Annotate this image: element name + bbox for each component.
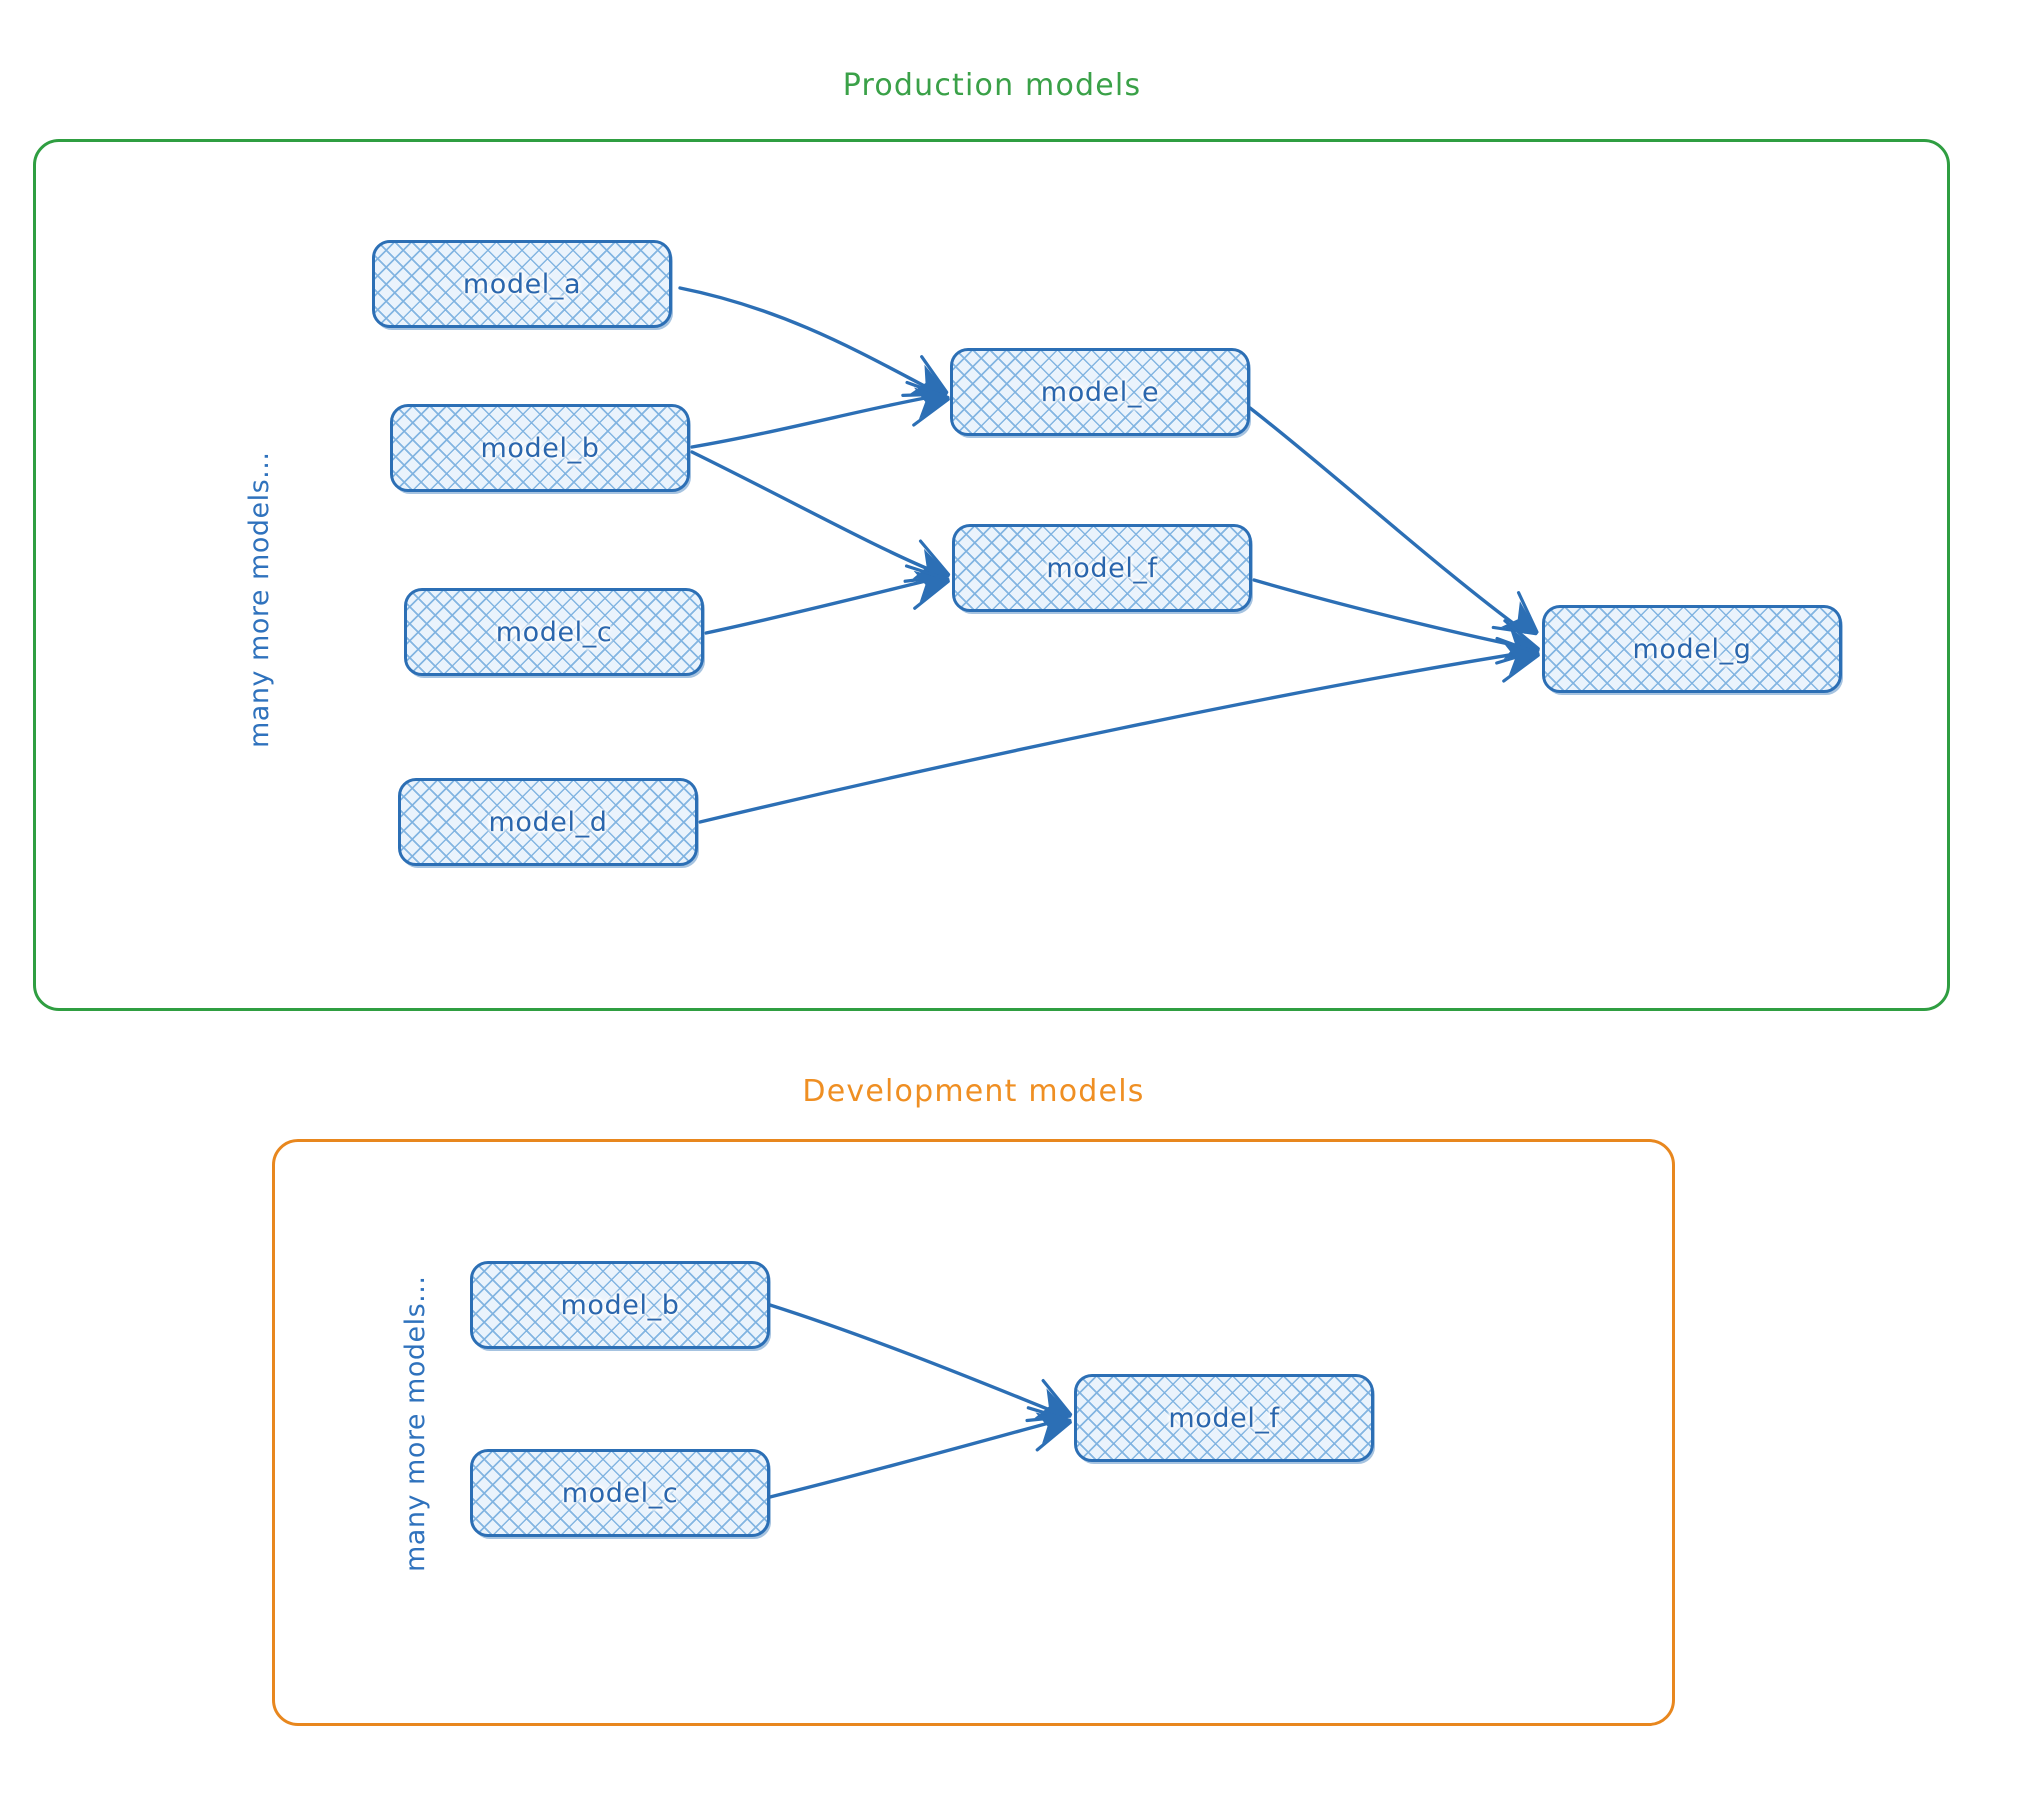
production-group-title: Production models — [842, 68, 1142, 103]
production-group-container — [33, 139, 1950, 1011]
node-model-b[interactable]: model_b — [390, 404, 690, 492]
development-group-title: Development models — [802, 1074, 1145, 1109]
node-model-c[interactable]: model_c — [404, 588, 704, 676]
node-dev-model-b[interactable]: model_b — [470, 1261, 770, 1349]
node-model-e[interactable]: model_e — [950, 348, 1250, 436]
node-model-a[interactable]: model_a — [372, 240, 672, 328]
node-model-b-label: model_b — [480, 432, 600, 464]
node-dev-model-c[interactable]: model_c — [470, 1449, 770, 1537]
node-model-d-label: model_d — [488, 806, 608, 838]
node-dev-model-b-label: model_b — [560, 1289, 680, 1321]
node-model-g[interactable]: model_g — [1542, 605, 1842, 693]
node-model-f-label: model_f — [1046, 552, 1158, 584]
node-model-d[interactable]: model_d — [398, 778, 698, 866]
node-model-f[interactable]: model_f — [952, 524, 1252, 612]
node-model-g-label: model_g — [1632, 633, 1752, 665]
node-dev-model-c-label: model_c — [561, 1477, 679, 1509]
node-dev-model-f-label: model_f — [1168, 1402, 1280, 1434]
node-model-c-label: model_c — [495, 616, 613, 648]
development-group-container — [272, 1139, 1675, 1726]
production-side-label: many more models... — [244, 451, 275, 748]
development-side-label: many more models... — [400, 1275, 431, 1572]
node-model-a-label: model_a — [462, 268, 582, 300]
node-dev-model-f[interactable]: model_f — [1074, 1374, 1374, 1462]
node-model-e-label: model_e — [1040, 376, 1160, 408]
